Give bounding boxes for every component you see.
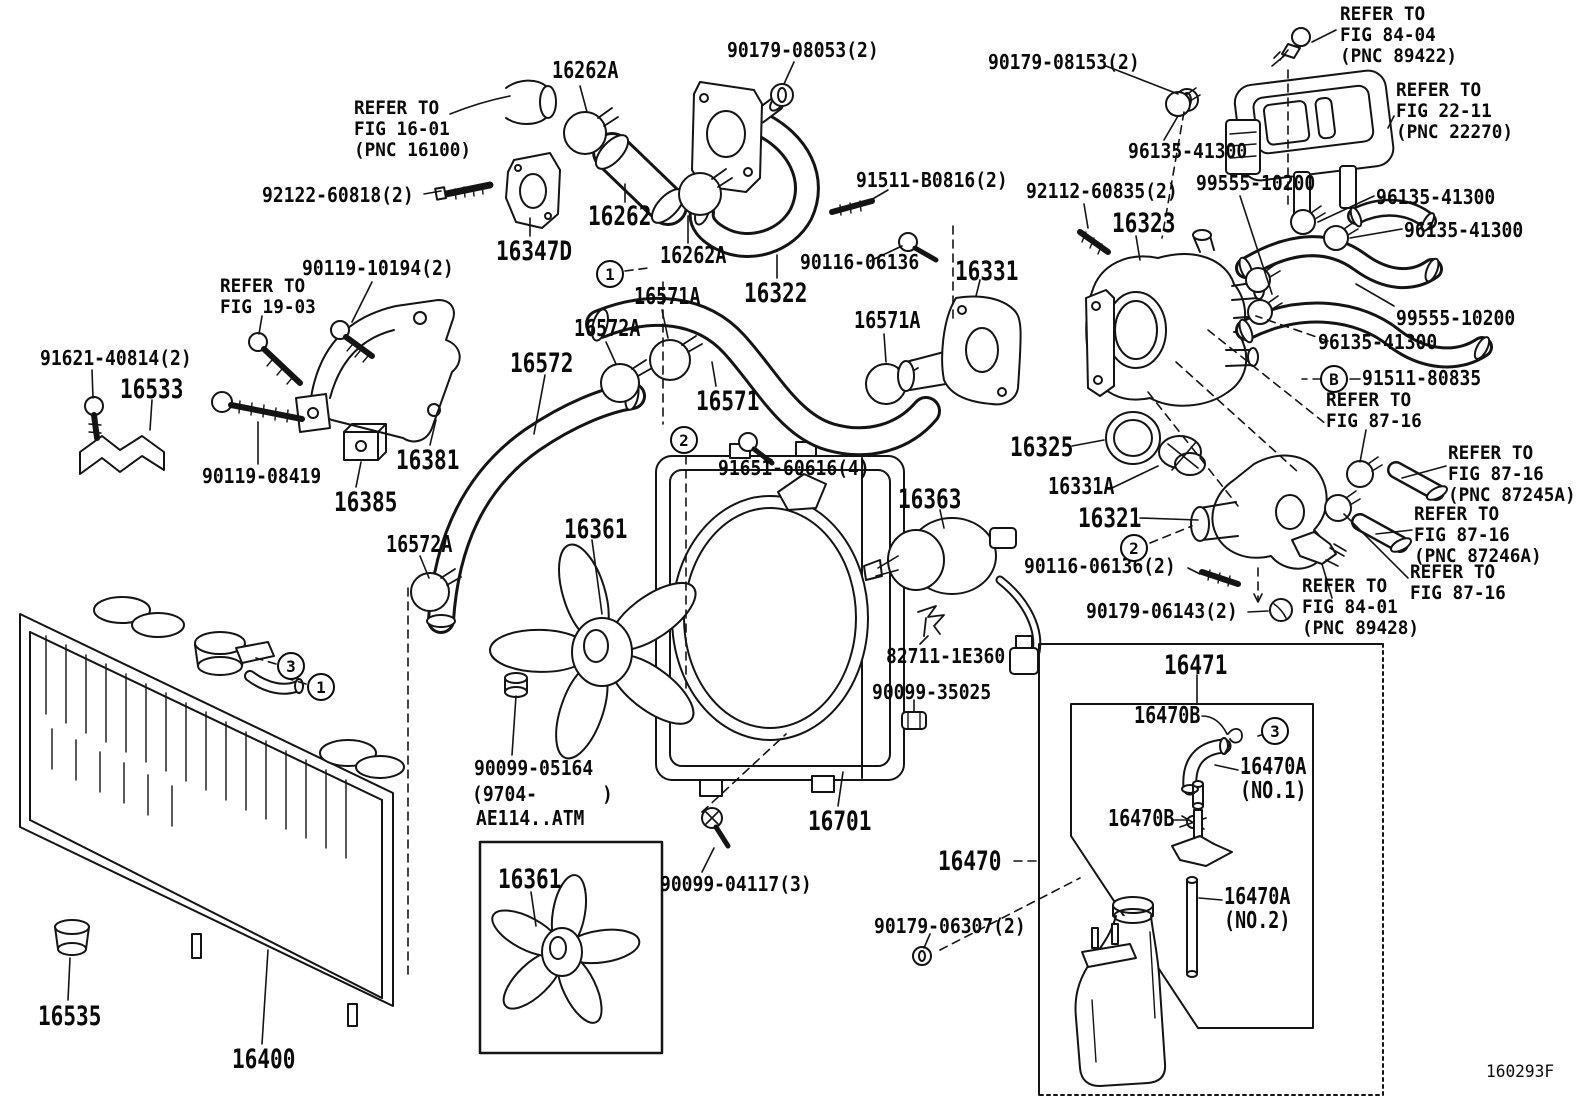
refer-fig-87-16-2: REFER TO FIG 87-16 (PNC 87245A) [1448,442,1576,506]
refer-fig-84-01: REFER TO FIG 84-01 (PNC 89428) [1302,575,1420,639]
part-16322: 16322 [744,278,808,309]
part-16325: 16325 [1010,432,1074,463]
part-90099-04117: 90099-04117(3) [660,872,812,896]
figure-code: 160293F [1486,1062,1555,1082]
part-90099-05164: 90099-05164 [474,756,594,780]
inset-box-fan [478,840,664,1055]
water-inlet-flange-illustration [897,295,1022,406]
part-16571: 16571 [696,386,760,417]
cooling-fan-illustration [489,543,697,760]
part-90179-06143: 90179-06143(2) [1086,599,1238,623]
inset-box-reservoir [1038,643,1384,1096]
part-92112-60835: 92112-60835(2) [1026,179,1178,203]
part-16470B-2: 16470B [1108,806,1175,832]
thermostat-illustration [1105,411,1206,476]
part-90116-06136-2: 90116-06136(2) [1024,554,1176,578]
callout-2: 2 [1120,534,1148,562]
arrowhead [1253,593,1263,603]
part-16331: 16331 [955,256,1019,287]
lower-hose-illustration [410,359,653,634]
part-90179-08053: 90179-08053(2) [727,38,879,62]
inlet-housing-illustration [1190,454,1347,570]
refer-fig-19-03: REFER TO FIG 19-03 [220,275,316,318]
radiator-illustration [19,596,405,1027]
leader-lines [67,29,1447,1045]
part-16363: 16363 [898,484,962,515]
part-16323: 16323 [1112,208,1176,239]
reservoir-tank-illustration [1074,728,1243,1087]
part-16361: 16361 [564,514,628,545]
radiator-fins [45,635,347,859]
part-91621-40814: 91621-40814(2) [40,346,192,370]
part-90119-10194: 90119-10194(2) [302,256,454,280]
part-16381: 16381 [396,445,460,476]
part-16470B-1: 16470B [1134,703,1201,729]
part-91651-60616: 91651-60616(4) [718,456,870,480]
part-91511-80835: 91511-80835 [1362,366,1482,390]
vacuum-sensor-illustration [770,27,1395,221]
callout-b: B [1320,365,1348,393]
part-16385: 16385 [334,487,398,518]
part-96135-41300-4: 96135-41300 [1318,330,1438,354]
part-16400: 16400 [232,1044,296,1075]
callout-1: 1 [596,260,624,288]
part-16572A-1: 16572A [574,316,641,342]
note-9704: (9704- ) [472,782,613,806]
bypass-pipe-illustration [505,79,733,229]
part-96135-41300-1: 96135-41300 [1128,139,1248,163]
part-99555-10200-2: 99555-10200 [1396,306,1516,330]
part-16331A: 16331A [1048,474,1115,500]
refer-fig-84-04: REFER TO FIG 84-04 (PNC 89422) [1340,3,1458,67]
part-16471: 16471 [1164,650,1228,681]
part-16262A-1: 16262A [552,58,619,84]
part-99555-10200-1: 99555-10200 [1196,171,1316,195]
part-16533: 16533 [120,374,184,405]
part-16571A-2: 16571A [854,308,921,334]
part-82711-1E360: 82711-1E360 [886,644,1006,668]
callout-2: 2 [670,426,698,454]
part-16571A-1: 16571A [634,284,701,310]
part-16470A-2: 16470A (NO.2) [1224,884,1291,934]
part-92122-60818: 92122-60818(2) [262,183,414,207]
refer-fig-16-01: REFER TO FIG 16-01 (PNC 16100) [354,97,472,161]
inlet-pipe-illustration [688,81,820,258]
part-16470A-1: 16470A (NO.1) [1240,754,1307,804]
part-90099-35025: 90099-35025 [872,680,992,704]
part-16361-box: 16361 [498,864,562,895]
callout-1: 1 [307,673,335,701]
fasteners-illustration [84,181,1293,966]
part-96135-41300-3: 96135-41300 [1404,218,1524,242]
note-ae114-atm: AE114..ATM [476,806,585,830]
part-90116-06136: 90116-06136 [800,250,920,274]
callout-3: 3 [1261,717,1289,745]
drain-plug-illustration [54,919,90,956]
part-16572A-2: 16572A [386,532,453,558]
part-90119-08419: 90119-08419 [202,464,322,488]
part-16262A-2: 16262A [660,243,727,269]
upper-hose-illustration [585,296,941,457]
part-90179-06307: 90179-06307(2) [874,914,1026,938]
fan-shroud-illustration [655,441,905,797]
part-16535: 16535 [38,1001,102,1032]
part-16572: 16572 [510,348,574,379]
refer-fig-22-11: REFER TO FIG 22-11 (PNC 22270) [1396,79,1514,143]
part-16347D: 16347D [496,236,573,267]
part-91511-B0816: 91511-B0816(2) [856,168,1008,192]
dashed-lines [255,69,1329,976]
part-16470: 16470 [938,846,1002,877]
part-16321: 16321 [1078,503,1142,534]
callout-3: 3 [277,652,305,680]
part-96135-41300-2: 96135-41300 [1376,185,1496,209]
refer-fig-87-16-4: REFER TO FIG 87-16 [1410,561,1506,604]
part-90179-08153: 90179-08153(2) [988,50,1140,74]
part-16701: 16701 [808,806,872,837]
part-16262: 16262 [588,201,652,232]
refer-fig-87-16-1: REFER TO FIG 87-16 [1326,389,1422,432]
refer-fig-87-16-3: REFER TO FIG 87-16 (PNC 87246A) [1414,503,1542,567]
fan-motor-illustration [863,517,1042,675]
